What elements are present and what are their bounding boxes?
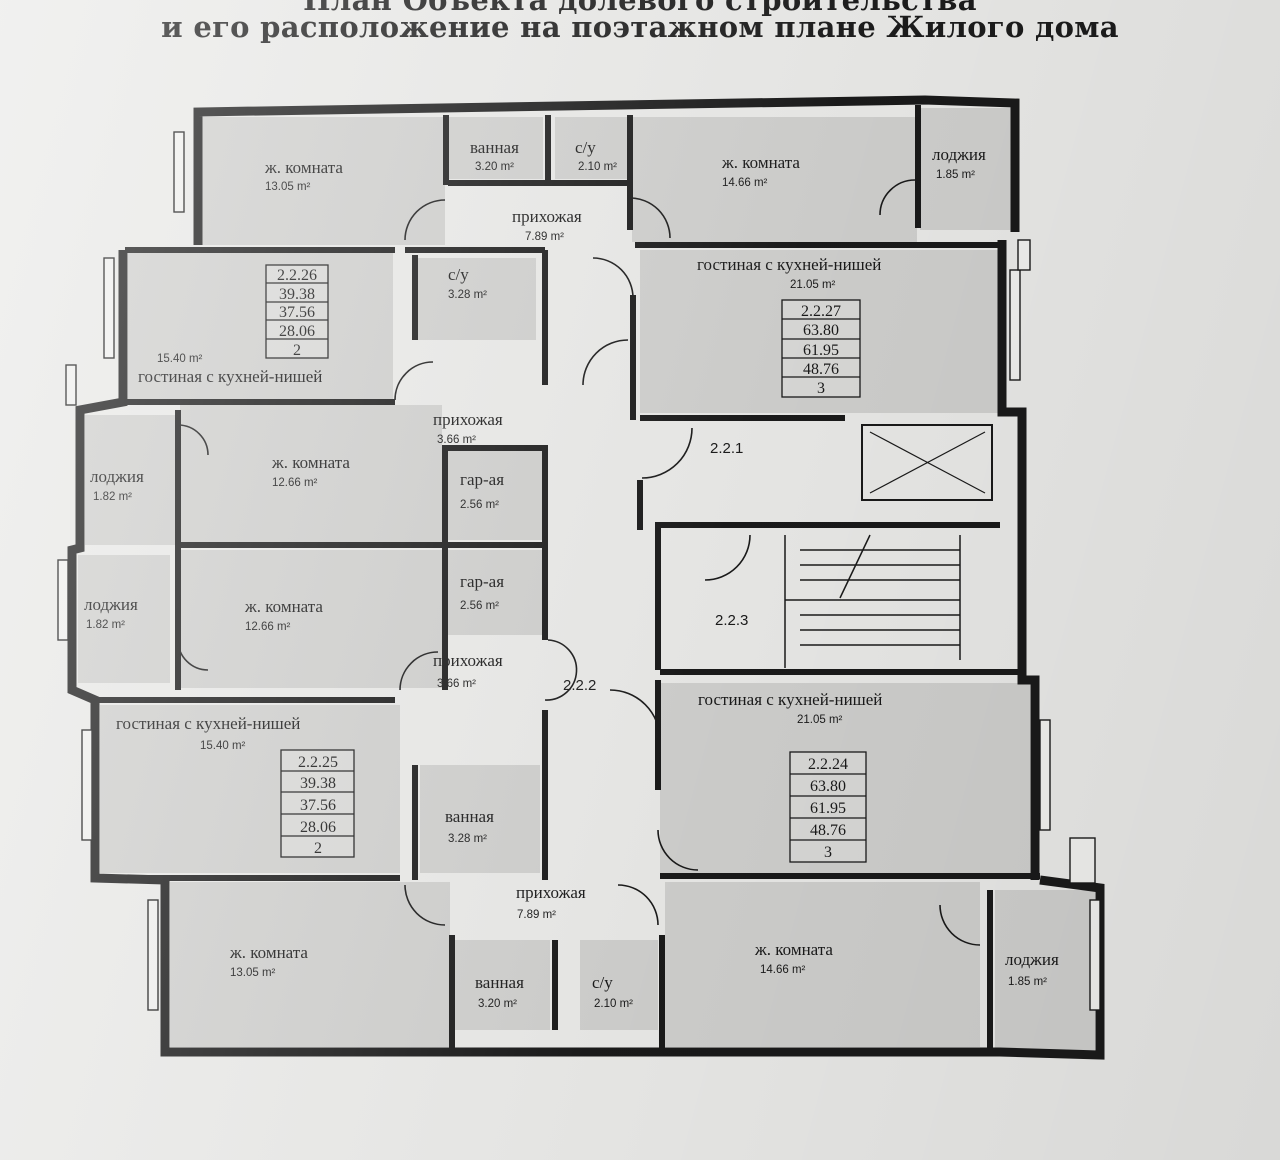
apartment-number: 2.2.25: [298, 754, 338, 771]
room-area: 21.05 m²: [790, 279, 836, 291]
room-labels: ж. комната 13.05 m² ванная 3.20 m² с/у 2…: [84, 138, 1059, 1010]
apartment-value: 2: [314, 840, 322, 857]
room-name: лоджия: [1005, 950, 1059, 969]
room-name: ж. комната: [244, 597, 323, 616]
apartment-value: 28.06: [300, 819, 336, 836]
room-area: 14.66 m²: [722, 177, 768, 189]
room-name: гостиная с кухней-нишей: [116, 714, 300, 733]
room-name: гар-ая: [460, 572, 504, 591]
room-area: 3.66 m²: [437, 678, 476, 690]
room-area: 1.85 m²: [1008, 976, 1047, 988]
apartment-value: 61.95: [810, 800, 846, 817]
room-area: 15.40 m²: [200, 740, 246, 752]
room-fills: [78, 108, 1095, 1050]
room-name: гар-ая: [460, 470, 504, 489]
apartment-value: 37.56: [300, 797, 336, 814]
room-name: ж. комната: [271, 453, 350, 472]
common-area-code: 2.2.3: [715, 612, 748, 629]
common-area-code: 2.2.2: [563, 677, 596, 694]
room-area: 3.20 m²: [475, 161, 514, 173]
elevator-shaft: [861, 424, 993, 501]
room-area: 21.05 m²: [797, 714, 843, 726]
room-area: 3.28 m²: [448, 833, 487, 845]
exterior-walls: [67, 95, 1105, 1060]
apartment-table-2-2-25: 2.2.25 39.38 37.56 28.06 2: [280, 749, 355, 858]
room-name: ж. комната: [754, 940, 833, 959]
room-area: 13.05 m²: [230, 967, 276, 979]
room-name: с/у: [575, 138, 596, 157]
room-name: прихожая: [433, 651, 503, 670]
apartment-value: 39.38: [300, 775, 336, 792]
room-name: гостиная с кухней-нишей: [697, 255, 881, 274]
room-area: 12.66 m²: [272, 477, 318, 489]
room-name: гостиная с кухней-нишей: [138, 367, 322, 386]
apartment-table-2-2-26: 2.2.26 39.38 37.56 28.06 2: [265, 264, 329, 359]
room-name: ж. комната: [721, 153, 800, 172]
plan-title-line-2: и его расположение на поэтажном плане Жи…: [161, 10, 1119, 44]
room-name: гостиная с кухней-нишей: [698, 690, 882, 709]
room-name: ванная: [470, 138, 519, 157]
apartment-value: 39.38: [279, 286, 315, 303]
room-name: ванная: [475, 973, 524, 992]
apartment-value: 48.76: [803, 361, 839, 378]
room-area: 3.28 m²: [448, 289, 487, 301]
room-area: 14.66 m²: [760, 964, 806, 976]
room-area: 2.10 m²: [578, 161, 617, 173]
room-name: с/у: [592, 973, 613, 992]
room-name: ж. комната: [229, 943, 308, 962]
room-area: 1.82 m²: [86, 619, 125, 631]
room-name: лоджия: [932, 145, 986, 164]
room-area: 3.66 m²: [437, 434, 476, 446]
windows: [57, 131, 1101, 1011]
room-area: 7.89 m²: [525, 231, 564, 243]
room-area: 2.56 m²: [460, 499, 499, 511]
room-area: 15.40 m²: [157, 353, 203, 365]
apartment-value: 3: [824, 844, 832, 861]
apartment-value: 3: [817, 380, 825, 397]
room-name: прихожая: [433, 410, 503, 429]
room-area: 7.89 m²: [517, 909, 556, 921]
room-name: лоджия: [90, 467, 144, 486]
apartment-number: 2.2.24: [808, 756, 848, 773]
common-area-codes: 2.2.1 2.2.2 2.2.3: [563, 440, 748, 694]
room-name: ж. комната: [264, 158, 343, 177]
plan-title-line-1: План Объекта долевого строительства: [303, 0, 977, 17]
room-area: 13.05 m²: [265, 181, 311, 193]
door-swings: [177, 179, 981, 946]
room-area: 2.56 m²: [460, 600, 499, 612]
room-name: с/у: [448, 265, 469, 284]
room-area: 1.85 m²: [936, 169, 975, 181]
apartment-value: 63.80: [803, 322, 839, 339]
apartment-value: 37.56: [279, 304, 315, 321]
room-name: ванная: [445, 807, 494, 826]
room-name: прихожая: [516, 883, 586, 902]
room-name: лоджия: [84, 595, 138, 614]
room-name: прихожая: [512, 207, 582, 226]
room-area: 2.10 m²: [594, 998, 633, 1010]
room-area: 12.66 m²: [245, 621, 291, 633]
apartment-value: 48.76: [810, 822, 846, 839]
room-area: 1.82 m²: [93, 491, 132, 503]
apartment-table-2-2-24: 2.2.24 63.80 61.95 48.76 3: [789, 751, 867, 863]
apartment-number: 2.2.26: [277, 267, 317, 284]
apartment-value: 28.06: [279, 323, 315, 340]
apartment-number: 2.2.27: [801, 303, 841, 320]
apartment-value: 63.80: [810, 778, 846, 795]
apartment-table-2-2-27: 2.2.27 63.80 61.95 48.76 3: [781, 299, 861, 398]
apartment-value: 61.95: [803, 342, 839, 359]
staircase: [784, 534, 961, 668]
apartment-value: 2: [293, 342, 301, 359]
common-area-code: 2.2.1: [710, 440, 743, 457]
room-area: 3.20 m²: [478, 998, 517, 1010]
